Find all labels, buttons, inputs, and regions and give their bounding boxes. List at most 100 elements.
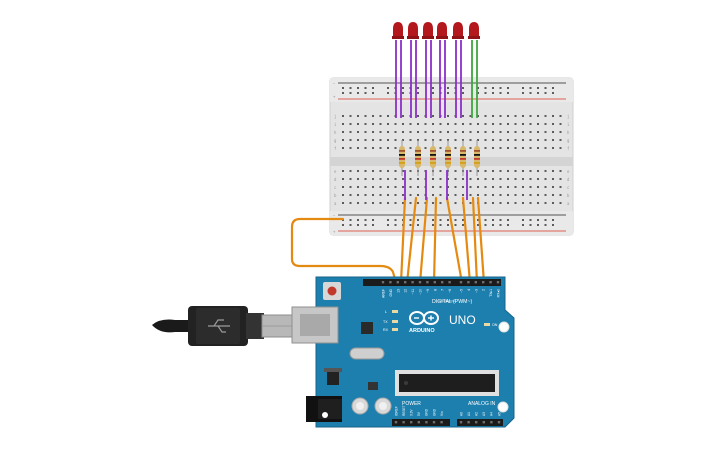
breadboard-hole[interactable]: [387, 194, 389, 196]
breadboard-hole[interactable]: [544, 123, 547, 125]
breadboard-hole[interactable]: [492, 194, 494, 196]
breadboard-hole[interactable]: [402, 139, 404, 141]
breadboard-hole[interactable]: [544, 194, 547, 196]
breadboard-hole[interactable]: [409, 131, 412, 133]
breadboard-hole[interactable]: [417, 115, 419, 117]
breadboard-hole[interactable]: [507, 92, 509, 94]
breadboard-hole[interactable]: [529, 219, 532, 221]
breadboard-hole[interactable]: [349, 194, 352, 196]
breadboard-hole[interactable]: [462, 115, 464, 117]
breadboard-hole[interactable]: [537, 194, 539, 196]
breadboard-hole[interactable]: [417, 178, 419, 180]
breadboard-hole[interactable]: [387, 178, 389, 180]
breadboard-hole[interactable]: [484, 87, 487, 89]
breadboard-hole[interactable]: [439, 170, 442, 172]
breadboard-hole[interactable]: [484, 92, 487, 94]
breadboard-hole[interactable]: [349, 115, 352, 117]
breadboard-hole[interactable]: [552, 87, 554, 89]
breadboard-hole[interactable]: [342, 87, 344, 89]
breadboard-hole[interactable]: [522, 202, 524, 204]
breadboard-hole[interactable]: [552, 115, 554, 117]
resistor[interactable]: [445, 146, 451, 168]
breadboard-hole[interactable]: [409, 224, 412, 226]
breadboard-hole[interactable]: [394, 186, 397, 188]
breadboard-hole[interactable]: [462, 224, 464, 226]
breadboard-hole[interactable]: [394, 123, 397, 125]
breadboard-hole[interactable]: [379, 178, 382, 180]
breadboard-hole[interactable]: [559, 178, 562, 180]
breadboard-hole[interactable]: [559, 139, 562, 141]
breadboard-hole[interactable]: [454, 123, 457, 125]
breadboard-hole[interactable]: [559, 170, 562, 172]
resistor[interactable]: [399, 146, 405, 168]
breadboard-hole[interactable]: [484, 139, 487, 141]
breadboard-hole[interactable]: [402, 123, 404, 125]
breadboard-hole[interactable]: [342, 147, 344, 149]
breadboard-hole[interactable]: [417, 87, 419, 89]
breadboard-hole[interactable]: [387, 115, 389, 117]
breadboard-hole[interactable]: [364, 178, 367, 180]
breadboard-hole[interactable]: [349, 139, 352, 141]
breadboard-hole[interactable]: [439, 224, 442, 226]
breadboard-hole[interactable]: [409, 147, 412, 149]
breadboard-hole[interactable]: [552, 92, 554, 94]
breadboard-hole[interactable]: [522, 186, 524, 188]
breadboard-hole[interactable]: [447, 219, 449, 221]
breadboard-hole[interactable]: [409, 194, 412, 196]
breadboard-hole[interactable]: [417, 224, 419, 226]
header-pin[interactable]: [490, 421, 493, 424]
breadboard-hole[interactable]: [462, 131, 464, 133]
breadboard-hole[interactable]: [559, 115, 562, 117]
analog-header[interactable]: [457, 419, 503, 426]
breadboard-hole[interactable]: [507, 186, 509, 188]
breadboard-hole[interactable]: [514, 115, 517, 117]
breadboard-hole[interactable]: [529, 202, 532, 204]
breadboard-hole[interactable]: [529, 224, 532, 226]
header-pin[interactable]: [474, 281, 477, 284]
breadboard-hole[interactable]: [499, 194, 502, 196]
digital-header-pins[interactable]: [381, 281, 500, 284]
breadboard-hole[interactable]: [357, 194, 359, 196]
breadboard-hole[interactable]: [394, 139, 397, 141]
breadboard-hole[interactable]: [492, 178, 494, 180]
breadboard-hole[interactable]: [484, 178, 487, 180]
breadboard-hole[interactable]: [492, 186, 494, 188]
breadboard-hole[interactable]: [372, 131, 374, 133]
breadboard-hole[interactable]: [409, 219, 412, 221]
breadboard-hole[interactable]: [462, 87, 464, 89]
breadboard-hole[interactable]: [342, 131, 344, 133]
breadboard-hole[interactable]: [552, 224, 554, 226]
breadboard-hole[interactable]: [492, 170, 494, 172]
breadboard-hole[interactable]: [537, 202, 539, 204]
breadboard-hole[interactable]: [409, 170, 412, 172]
breadboard-hole[interactable]: [372, 115, 374, 117]
breadboard-hole[interactable]: [522, 147, 524, 149]
red-led[interactable]: [436, 22, 448, 39]
breadboard-hole[interactable]: [417, 131, 419, 133]
breadboard-hole[interactable]: [499, 115, 502, 117]
breadboard-hole[interactable]: [394, 219, 397, 221]
breadboard-hole[interactable]: [372, 224, 374, 226]
breadboard-hole[interactable]: [529, 186, 532, 188]
breadboard-hole[interactable]: [349, 224, 352, 226]
breadboard-hole[interactable]: [477, 139, 479, 141]
breadboard-hole[interactable]: [537, 170, 539, 172]
breadboard-hole[interactable]: [537, 131, 539, 133]
breadboard-hole[interactable]: [559, 131, 562, 133]
breadboard-hole[interactable]: [364, 131, 367, 133]
breadboard-hole[interactable]: [522, 170, 524, 172]
breadboard-hole[interactable]: [439, 131, 442, 133]
header-pin[interactable]: [432, 421, 436, 424]
breadboard-hole[interactable]: [432, 92, 434, 94]
breadboard-hole[interactable]: [499, 123, 502, 125]
breadboard-hole[interactable]: [402, 92, 404, 94]
breadboard-hole[interactable]: [499, 87, 502, 89]
resistor[interactable]: [460, 146, 466, 168]
breadboard-hole[interactable]: [537, 219, 539, 221]
breadboard-hole[interactable]: [402, 131, 404, 133]
breadboard-hole[interactable]: [462, 178, 464, 180]
breadboard-hole[interactable]: [507, 202, 509, 204]
breadboard-hole[interactable]: [514, 147, 517, 149]
breadboard-hole[interactable]: [492, 224, 494, 226]
